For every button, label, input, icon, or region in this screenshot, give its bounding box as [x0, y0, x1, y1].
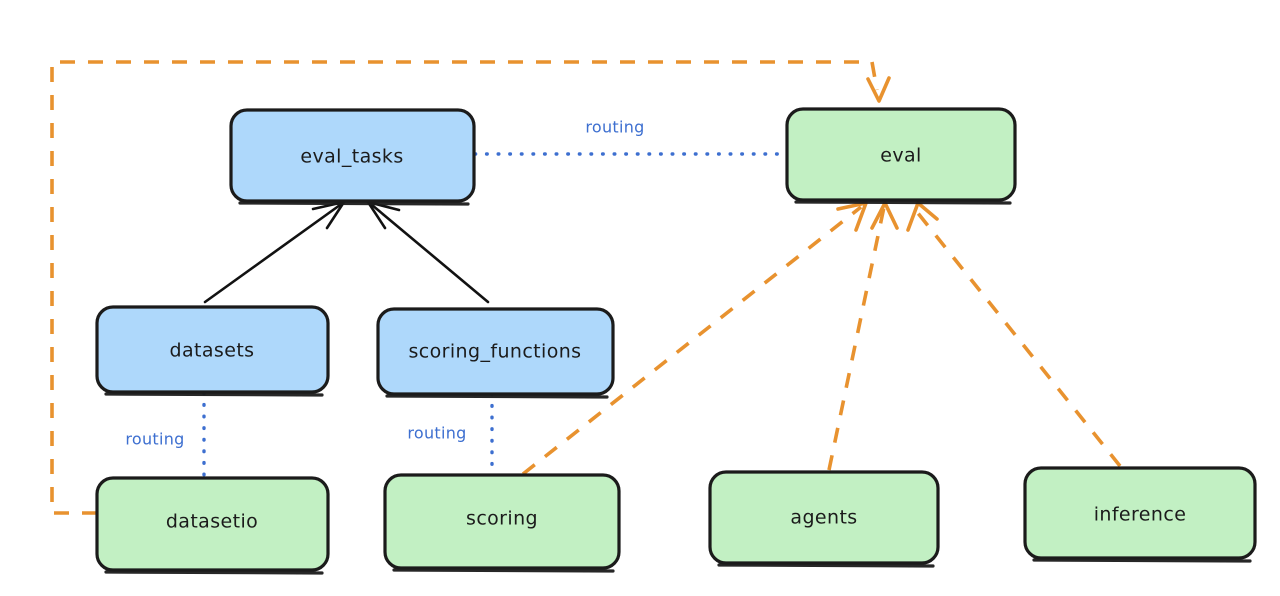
edge-datasets-to-eval-tasks: [203, 200, 346, 304]
node-agents-label: agents: [790, 507, 857, 529]
edge-label-routing-datasets: routing: [125, 430, 184, 449]
node-scoring-shape: [383, 473, 621, 570]
node-eval-tasks[interactable]: eval_tasks: [229, 108, 476, 206]
node-datasets-shape: [95, 305, 330, 394]
edge-datasetio-to-eval-arrowhead: [866, 76, 891, 103]
node-scoring-functions-shape: [376, 307, 615, 396]
edge-datasetio-to-eval: [50, 60, 891, 515]
node-datasetio[interactable]: datasetio: [95, 476, 330, 575]
node-datasets-shadow: [104, 392, 324, 397]
edge-datasetio-to-eval-path: [50, 60, 879, 515]
edge-agents-to-eval-arrowhead: [870, 201, 899, 230]
edge-scoring-functions-to-eval-tasks: [366, 200, 490, 304]
node-eval-tasks-shadow: [238, 201, 470, 206]
edge-datasets-to-eval-tasks-path: [203, 203, 342, 304]
node-eval-shadow: [794, 200, 1012, 205]
node-eval-tasks-label: eval_tasks: [300, 146, 403, 168]
edge-scoring-functions-to-eval-tasks-path: [370, 203, 490, 304]
node-agents-shadow: [717, 563, 935, 568]
node-datasets-label: datasets: [170, 340, 255, 362]
edge-inference-to-eval: [906, 201, 1122, 468]
node-scoring-functions[interactable]: scoring_functions: [376, 307, 615, 399]
node-datasets[interactable]: datasets: [95, 305, 330, 397]
node-scoring-label: scoring: [466, 508, 538, 530]
edge-agents-to-eval-path: [827, 206, 886, 471]
node-eval-label: eval: [880, 145, 921, 167]
node-datasetio-shadow: [104, 570, 324, 575]
node-agents[interactable]: agents: [708, 470, 940, 568]
edge-inference-to-eval-path: [911, 205, 1122, 468]
edge-label-routing-scoring: routing: [407, 424, 466, 443]
edge-agents-to-eval: [827, 201, 899, 471]
node-scoring-functions-label: scoring_functions: [409, 341, 582, 363]
edge-scoring-to-eval-arrowhead: [836, 201, 868, 232]
node-agents-shape: [708, 470, 940, 565]
node-inference[interactable]: inference: [1023, 466, 1257, 563]
node-datasetio-shape: [95, 476, 330, 572]
node-inference-label: inference: [1094, 504, 1187, 526]
node-datasetio-label: datasetio: [166, 511, 258, 533]
edge-label-routing-eval-tasks: routing: [585, 118, 644, 137]
node-inference-shadow: [1032, 558, 1252, 563]
node-inference-shape: [1023, 466, 1257, 560]
node-eval[interactable]: eval: [785, 107, 1017, 205]
node-eval-tasks-shape: [229, 108, 476, 203]
node-scoring-functions-shadow: [385, 394, 609, 399]
node-eval-shape: [785, 107, 1017, 202]
node-scoring[interactable]: scoring: [383, 473, 621, 573]
node-scoring-shadow: [392, 568, 615, 573]
